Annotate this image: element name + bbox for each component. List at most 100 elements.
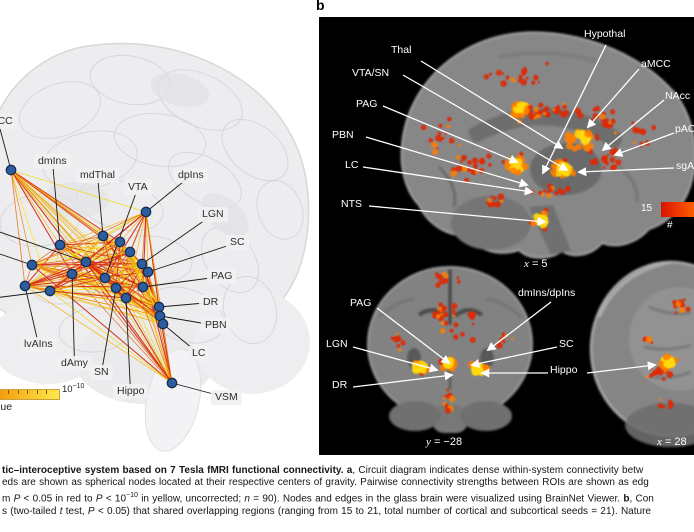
- activation-blob: [453, 322, 459, 328]
- activation-blob: [538, 102, 544, 108]
- activation-blob: [610, 164, 617, 171]
- activation-blob: [546, 190, 550, 194]
- arrow: [586, 361, 657, 374]
- roi-node: [153, 301, 165, 313]
- activation-blob: [511, 337, 514, 341]
- activation-blob: [591, 158, 599, 165]
- overlap-threshold-min: 15: [641, 203, 653, 214]
- region-label-lvains: lvAIns: [20, 337, 57, 353]
- activation-blob: [645, 375, 648, 379]
- activation-blob: [450, 170, 457, 178]
- region-label-dr: DR: [199, 295, 223, 311]
- label-connector: [125, 297, 131, 392]
- activation-blob: [434, 272, 439, 276]
- edge: [49, 290, 161, 317]
- activation-blob: [533, 74, 539, 81]
- activation-blob: [451, 309, 456, 314]
- activation-blob: [523, 109, 530, 115]
- label-connector: [104, 187, 139, 279]
- region-label-dmins: dmIns: [34, 154, 71, 170]
- roi-node: [140, 206, 152, 218]
- activation-blob: [469, 311, 477, 318]
- activation-blob: [501, 72, 505, 75]
- edge: [125, 297, 161, 317]
- activation-blob: [437, 131, 442, 136]
- edge: [59, 211, 147, 246]
- roi-node: [120, 292, 132, 304]
- arrow: [376, 307, 451, 365]
- roi-node: [114, 236, 126, 248]
- activation-blob: [666, 371, 674, 378]
- activation-blob: [521, 71, 526, 76]
- activation-blob: [635, 127, 642, 134]
- activation-blob: [562, 104, 567, 110]
- edge: [49, 290, 173, 384]
- label-connector: [0, 127, 12, 171]
- activation-blob: [651, 125, 657, 131]
- activation-blob: [514, 104, 518, 108]
- activation-blob: [500, 80, 507, 87]
- edge: [85, 261, 160, 308]
- activation-blob: [554, 190, 560, 196]
- activation-blob: [400, 340, 406, 346]
- activation-blob: [565, 142, 574, 150]
- activation-blob: [592, 113, 599, 120]
- activation-blob: [604, 161, 610, 166]
- activation-blob: [669, 401, 674, 407]
- activation-blob: [428, 137, 433, 143]
- colorbar-tick: [27, 390, 28, 394]
- roi-node: [166, 377, 178, 389]
- edge: [49, 290, 164, 325]
- activation-blob: [540, 192, 545, 197]
- edge: [125, 297, 173, 384]
- activation-blob: [648, 373, 654, 379]
- region-label-dpins: dpIns: [174, 168, 208, 184]
- activation-blob: [520, 78, 527, 86]
- region-label-lc: LC: [188, 346, 210, 362]
- edge: [24, 261, 87, 287]
- slice-region-label-hypothal: Hypothal: [584, 28, 626, 40]
- activation-blob: [675, 301, 682, 307]
- activation-blob: [486, 153, 492, 159]
- activation-blob: [599, 113, 606, 120]
- activation-blob: [501, 332, 506, 336]
- slice-region-label-thal: Thal: [391, 44, 412, 56]
- roi-node: [54, 239, 66, 251]
- edge: [145, 211, 149, 273]
- activation-blob: [647, 337, 652, 342]
- activation-blob: [657, 403, 663, 409]
- arrow: [486, 301, 552, 352]
- label-connectors: [0, 127, 238, 398]
- activation-blob: [519, 151, 524, 157]
- edge: [10, 169, 164, 325]
- slice-region-label-amcc: aMCC: [641, 58, 671, 70]
- edge: [85, 241, 121, 263]
- activation-blob: [522, 163, 529, 170]
- roi-node: [110, 282, 122, 294]
- edge: [115, 241, 121, 289]
- activation-blob: [488, 163, 492, 167]
- activation-blob: [606, 123, 612, 129]
- activation-blob: [461, 154, 468, 161]
- edge: [10, 169, 61, 246]
- activation-blob: [456, 276, 460, 280]
- activation-blob: [509, 167, 517, 174]
- activation-blob: [483, 74, 489, 80]
- activation-blob: [534, 111, 538, 115]
- activation-blob: [420, 124, 427, 131]
- activation-blob: [595, 136, 600, 141]
- activation-blob: [663, 359, 673, 369]
- activation-blob: [449, 328, 454, 333]
- edge: [104, 277, 173, 384]
- edge: [10, 169, 73, 275]
- label-connector: [97, 175, 104, 237]
- edge: [162, 323, 173, 384]
- figure-caption: tic–interoceptive system based on 7 Tesl…: [2, 465, 694, 518]
- edge: [49, 290, 160, 308]
- roi-node: [19, 280, 31, 292]
- edge: [129, 251, 160, 308]
- activation-blob: [580, 135, 590, 146]
- activation-blob: [537, 110, 543, 116]
